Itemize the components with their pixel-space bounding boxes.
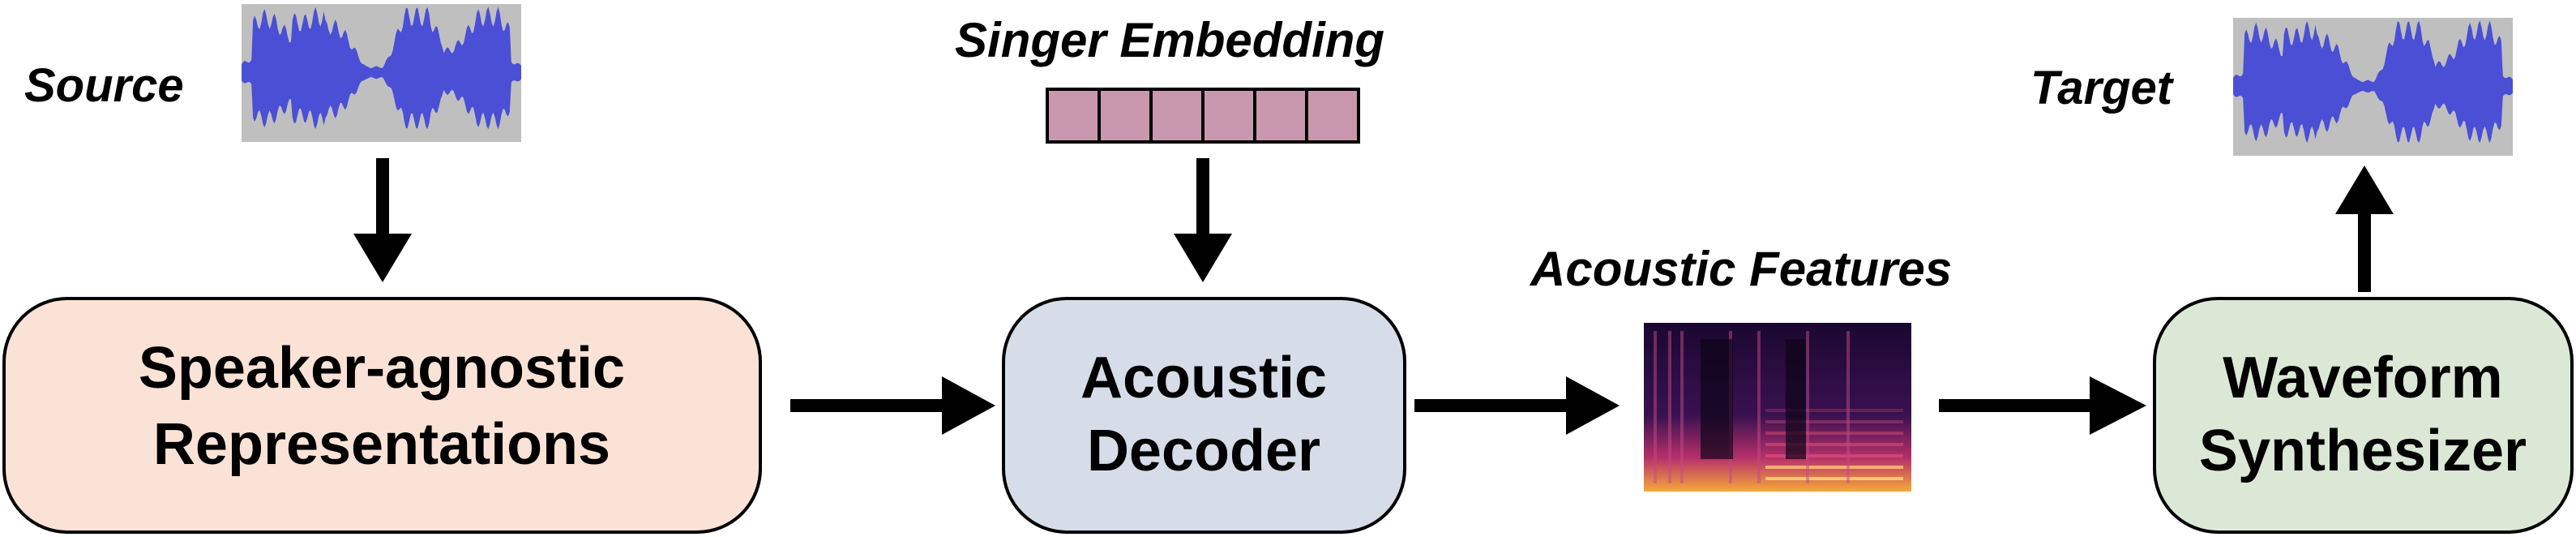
target-label: Target — [2030, 62, 2175, 114]
embedding-to-decoder-arrow — [1174, 158, 1232, 282]
embedding-cell — [1253, 88, 1308, 144]
speaker-agnostic-box: Speaker-agnostic Representations — [2, 297, 762, 534]
speaker-agnostic-line2: Representations — [153, 412, 610, 477]
embedding-cell — [1305, 88, 1360, 144]
embedding-cell — [1098, 88, 1153, 144]
acoustic-features-label: Acoustic Features — [1529, 242, 1952, 296]
waveform-synthesizer-line1: Waveform — [2223, 346, 2502, 410]
acoustic-features-spectrogram — [1644, 323, 1911, 492]
embedding-cell — [1149, 88, 1205, 144]
acoustic-decoder-line1: Acoustic — [1080, 346, 1327, 410]
acoustic-decoder-box: Acoustic Decoder — [1002, 297, 1406, 534]
waveform-synthesizer-line2: Synthesizer — [2199, 419, 2527, 483]
source-waveform — [242, 4, 521, 142]
singer-embedding-label: Singer Embedding — [955, 13, 1384, 67]
singer-embedding-vector — [1046, 88, 1360, 144]
source-waveform-shape — [242, 6, 521, 130]
representation-to-decoder-arrow — [790, 376, 995, 435]
acoustic-decoder-line2: Decoder — [1087, 419, 1320, 483]
features-to-synthesizer-arrow — [1939, 376, 2146, 435]
target-waveform-shape — [2233, 20, 2513, 144]
embedding-cell — [1046, 88, 1101, 144]
target-waveform — [2233, 18, 2513, 156]
speaker-agnostic-line1: Speaker-agnostic — [139, 336, 625, 401]
decoder-to-features-arrow — [1414, 376, 1620, 435]
waveform-synthesizer-box: Waveform Synthesizer — [2153, 297, 2574, 534]
source-to-representation-arrow — [353, 158, 412, 282]
synthesizer-to-target-arrow — [2335, 165, 2394, 292]
embedding-cell — [1201, 88, 1256, 144]
source-label: Source — [24, 59, 184, 112]
